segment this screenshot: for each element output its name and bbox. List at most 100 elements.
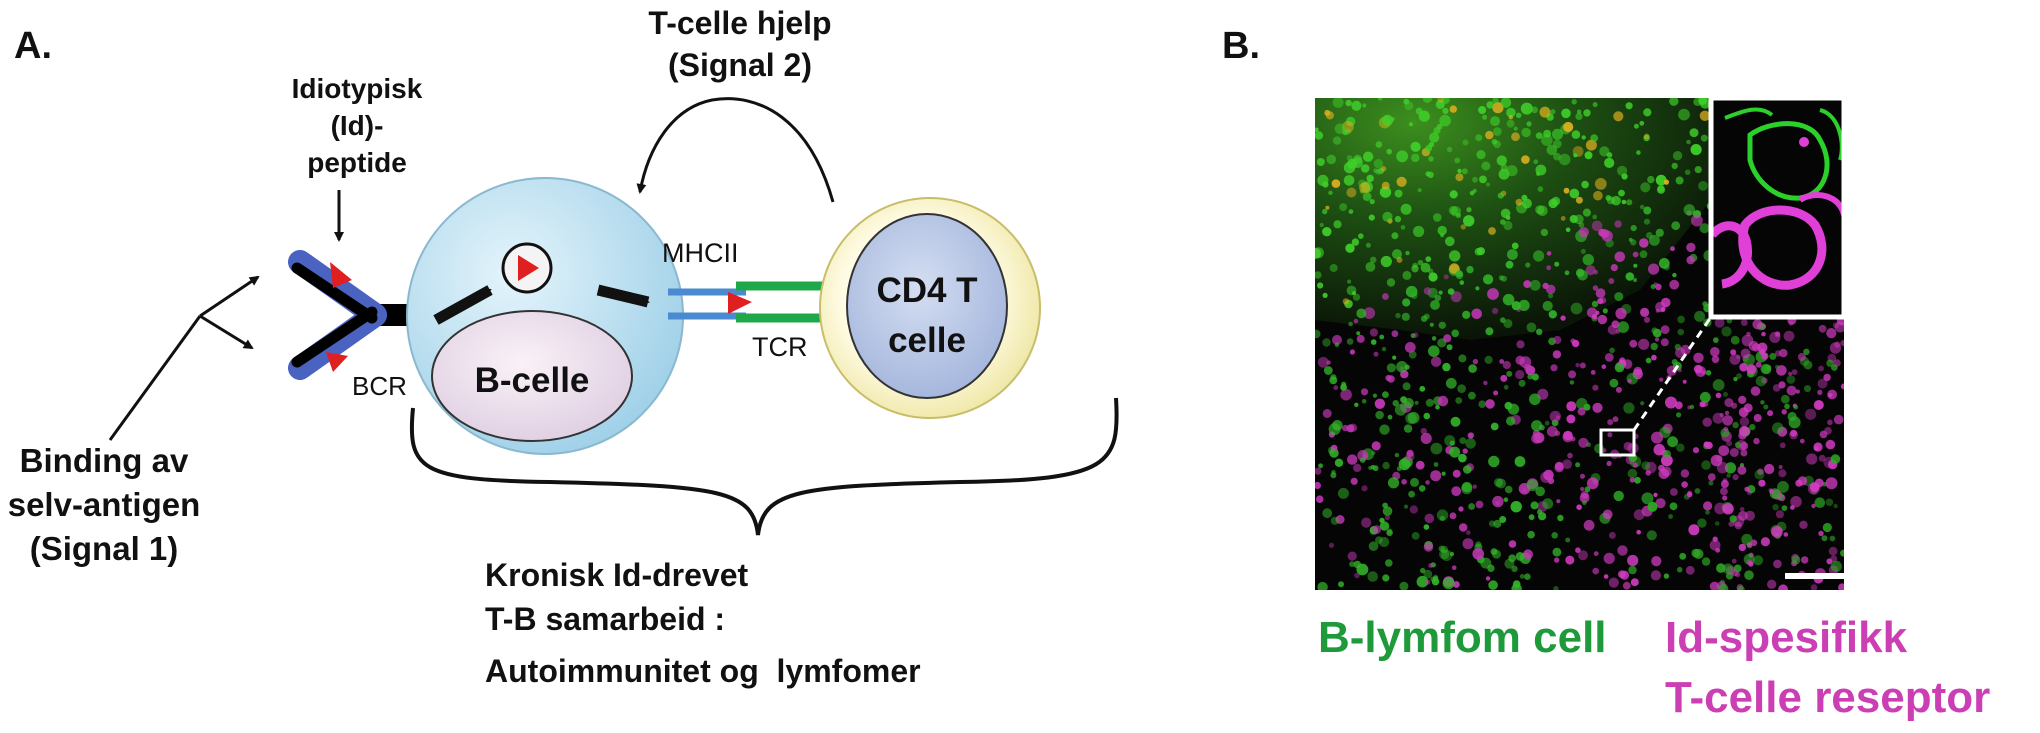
cell-speckle (1715, 455, 1723, 462)
cell-speckle (1330, 374, 1337, 381)
cell-speckle (1722, 503, 1734, 515)
cell-speckle (1379, 521, 1390, 531)
cell-speckle (1738, 543, 1747, 552)
cell-speckle (1581, 180, 1589, 189)
cell-speckle (1638, 338, 1650, 350)
cell-speckle (1648, 234, 1660, 246)
cell-speckle (1697, 518, 1707, 528)
cell-speckle (1633, 366, 1643, 376)
cell-speckle (1730, 335, 1740, 345)
cell-speckle (1736, 585, 1745, 590)
cell-speckle (1632, 251, 1639, 258)
cell-speckle (1408, 490, 1415, 498)
cell-speckle (1740, 348, 1751, 359)
cell-speckle (1760, 363, 1771, 374)
cell-speckle (1801, 556, 1809, 564)
cell-speckle (1604, 353, 1614, 362)
cell-speckle (1352, 291, 1356, 296)
cell-speckle (1593, 551, 1599, 556)
cell-speckle (1746, 489, 1753, 496)
cell-speckle (1369, 328, 1378, 337)
cell-speckle (1625, 272, 1635, 281)
cell-speckle (1479, 175, 1487, 184)
cell-speckle (1433, 462, 1439, 467)
cell-speckle (1744, 570, 1754, 580)
cell-speckle (1827, 419, 1833, 426)
cell-speckle (1394, 403, 1407, 416)
cell-speckle (1669, 279, 1680, 290)
cell-speckle (1326, 154, 1337, 165)
cell-speckle (1492, 495, 1504, 508)
cell-speckle (1405, 452, 1415, 462)
cell-speckle (1694, 166, 1702, 174)
cell-speckle (1382, 293, 1389, 300)
cell-speckle (1322, 208, 1328, 215)
cell-speckle (1351, 100, 1362, 111)
cell-speckle (1568, 370, 1577, 379)
cell-speckle (1413, 225, 1425, 238)
cell-speckle (1496, 478, 1506, 489)
cell-speckle (1746, 542, 1753, 549)
cell-speckle (1375, 410, 1384, 420)
cell-speckle (1439, 515, 1445, 521)
cell-speckle (1824, 427, 1832, 435)
inset-magenta-cell-2 (1711, 221, 1752, 289)
cell-speckle (1699, 223, 1710, 234)
cell-speckle (1632, 462, 1639, 468)
cell-speckle (1386, 148, 1392, 155)
cell-speckle (1592, 214, 1598, 220)
cell-speckle (1390, 117, 1395, 122)
cell-speckle (1602, 308, 1608, 314)
cell-speckle (1436, 123, 1443, 130)
cell-speckle (1430, 300, 1440, 310)
cell-speckle (1821, 535, 1828, 542)
cell-speckle (1653, 443, 1666, 456)
cell-speckle (1592, 102, 1598, 108)
cell-speckle (1337, 487, 1349, 499)
cell-speckle (1682, 379, 1687, 384)
cell-speckle (1374, 398, 1386, 409)
cell-speckle (1582, 254, 1595, 266)
cell-speckle (1409, 122, 1413, 127)
cell-speckle (1643, 316, 1651, 323)
cell-speckle (1769, 331, 1781, 343)
cell-speckle (1342, 298, 1350, 305)
cell-speckle (1740, 449, 1748, 457)
id-peptide-lower (326, 352, 348, 372)
cell-speckle (1775, 364, 1779, 369)
cell-speckle (1332, 334, 1342, 345)
cell-speckle (1356, 563, 1369, 576)
cell-speckle (1769, 352, 1777, 360)
cell-speckle (1507, 249, 1518, 260)
cell-speckle (1458, 506, 1464, 512)
cell-speckle (1420, 567, 1426, 574)
cell-speckle (1763, 404, 1769, 410)
cell-speckle (1362, 192, 1372, 202)
cell-speckle (1744, 486, 1750, 492)
cell-speckle (1518, 379, 1526, 387)
cell-speckle (1776, 365, 1787, 376)
cell-speckle (1811, 503, 1816, 509)
cell-speckle (1621, 173, 1628, 180)
cell-speckle (1676, 443, 1685, 452)
cell-speckle (1459, 437, 1467, 444)
cell-speckle (1606, 152, 1613, 158)
cell-speckle (1459, 280, 1465, 285)
cell-speckle (1485, 576, 1491, 581)
cell-speckle (1799, 520, 1808, 529)
cell-speckle (1688, 524, 1700, 536)
cell-speckle (1582, 500, 1587, 506)
cell-speckle (1325, 205, 1330, 210)
cell-speckle (1663, 179, 1669, 185)
cell-speckle (1431, 578, 1440, 586)
cell-speckle (1833, 414, 1844, 425)
cell-speckle (1803, 360, 1813, 370)
cell-speckle (1817, 378, 1828, 389)
cell-speckle (1594, 178, 1607, 190)
cell-speckle (1814, 497, 1826, 509)
cell-speckle (1351, 238, 1360, 246)
cell-speckle (1703, 441, 1710, 448)
cell-speckle (1575, 362, 1580, 368)
cell-speckle (1689, 128, 1699, 138)
cell-speckle (1701, 557, 1711, 566)
